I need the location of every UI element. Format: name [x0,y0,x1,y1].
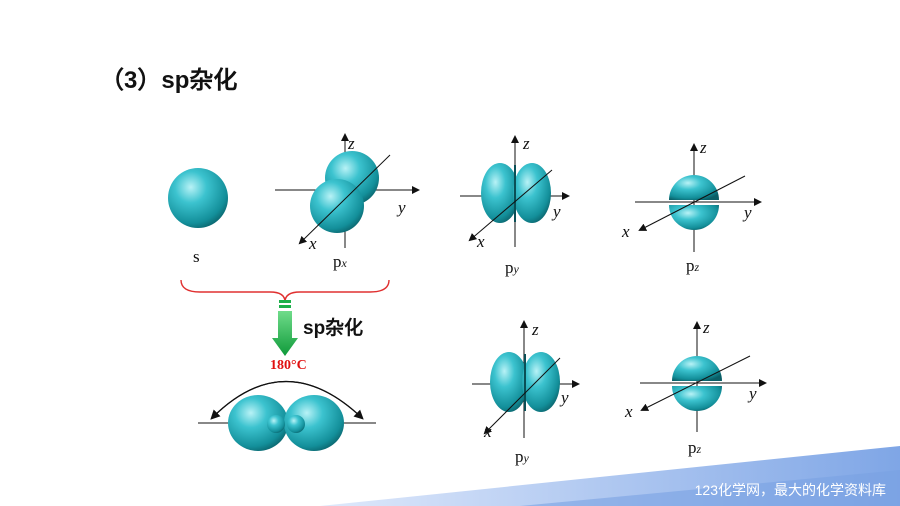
hybridization-label: sp杂化 [303,318,364,339]
pz-orbital-bottom [640,321,767,432]
axis-y-label: y [749,384,757,403]
axis-x-label: x [309,234,317,253]
axis-y-label: y [561,388,569,407]
axis-z-label: z [523,134,530,153]
decorative-band-dark [520,470,900,506]
px-label: px [333,252,347,271]
axis-x-label: x [484,422,492,441]
axis-x-label: x [625,402,633,421]
py-bottom-label: py [515,447,529,466]
hybridization-arrow [272,300,298,356]
sp-hybrid-orbital [198,380,376,451]
py-orbital-top [460,135,570,247]
s-orbital [168,168,228,228]
page-title: （3）sp杂化 [100,67,238,94]
px-orbital [275,133,420,248]
axis-z-label: z [703,318,710,337]
s-label: s [193,247,200,266]
pz-bottom-label: pz [688,438,702,457]
axis-x-label: x [622,222,630,241]
axis-y-label: y [553,202,561,221]
axis-y-label: y [744,203,752,222]
bond-angle-label: 180°C [270,358,307,373]
axis-z-label: z [532,320,539,339]
py-orbital-bottom [472,320,580,438]
axis-z-label: z [348,134,355,153]
axis-z-label: z [700,138,707,157]
pz-top-label: pz [686,256,700,275]
pz-orbital-top [635,143,762,252]
axis-x-label: x [477,232,485,251]
group-brace [180,279,390,303]
watermark: 123化学网，最大的化学资料库 [694,482,886,498]
axis-y-label: y [398,198,406,217]
py-top-label: py [505,258,519,277]
